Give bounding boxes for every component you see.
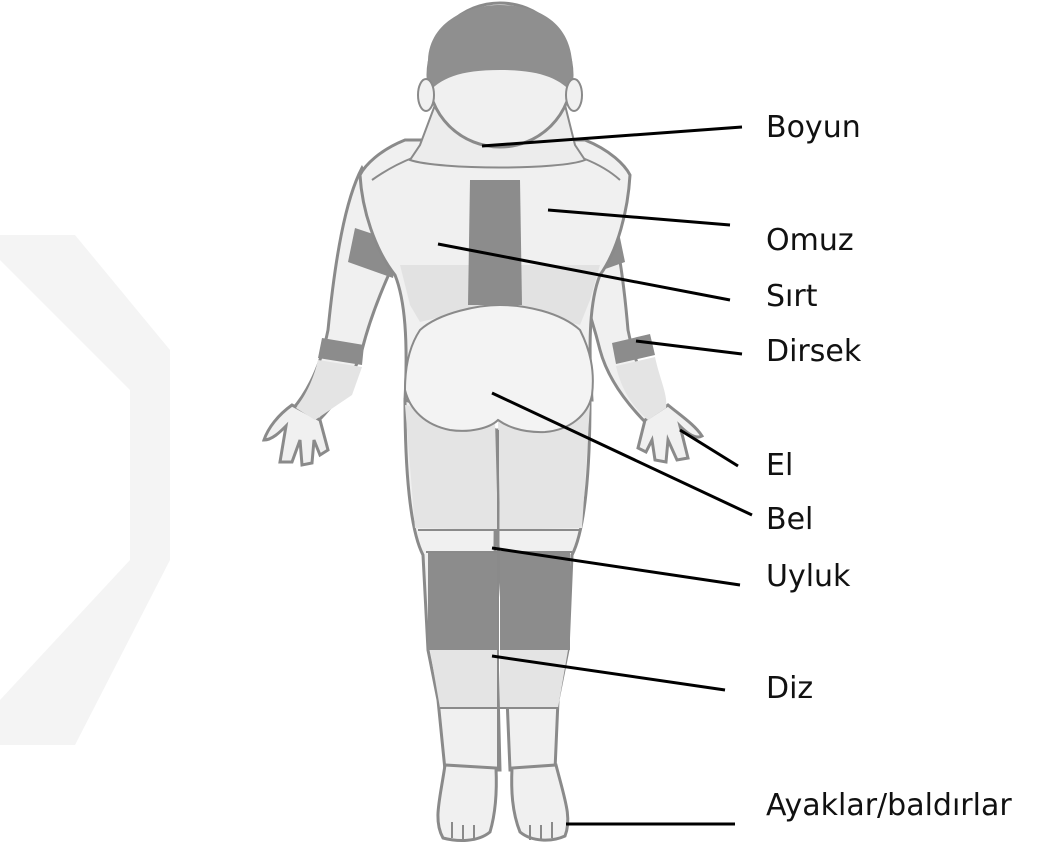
spine-band: [468, 180, 522, 305]
label-el: El: [766, 451, 793, 481]
label-sirt: Sırt: [766, 282, 817, 312]
knee-right-region: [500, 553, 570, 650]
label-bel: Bel: [766, 505, 813, 535]
feet: [438, 765, 568, 840]
label-uyluk: Uyluk: [766, 562, 850, 592]
label-ayaklar: Ayaklar/baldırlar: [766, 791, 1012, 821]
buttocks: [405, 305, 593, 432]
label-boyun: Boyun: [766, 113, 861, 143]
knee-left-region: [428, 553, 498, 650]
label-omuz: Omuz: [766, 226, 854, 256]
leader-el: [680, 430, 738, 466]
watermark-chevron: [0, 235, 170, 745]
label-diz: Diz: [766, 674, 813, 704]
ear-left: [418, 79, 434, 111]
label-dirsek: Dirsek: [766, 337, 861, 367]
shin-region: [430, 650, 498, 708]
ear-right: [566, 79, 582, 111]
